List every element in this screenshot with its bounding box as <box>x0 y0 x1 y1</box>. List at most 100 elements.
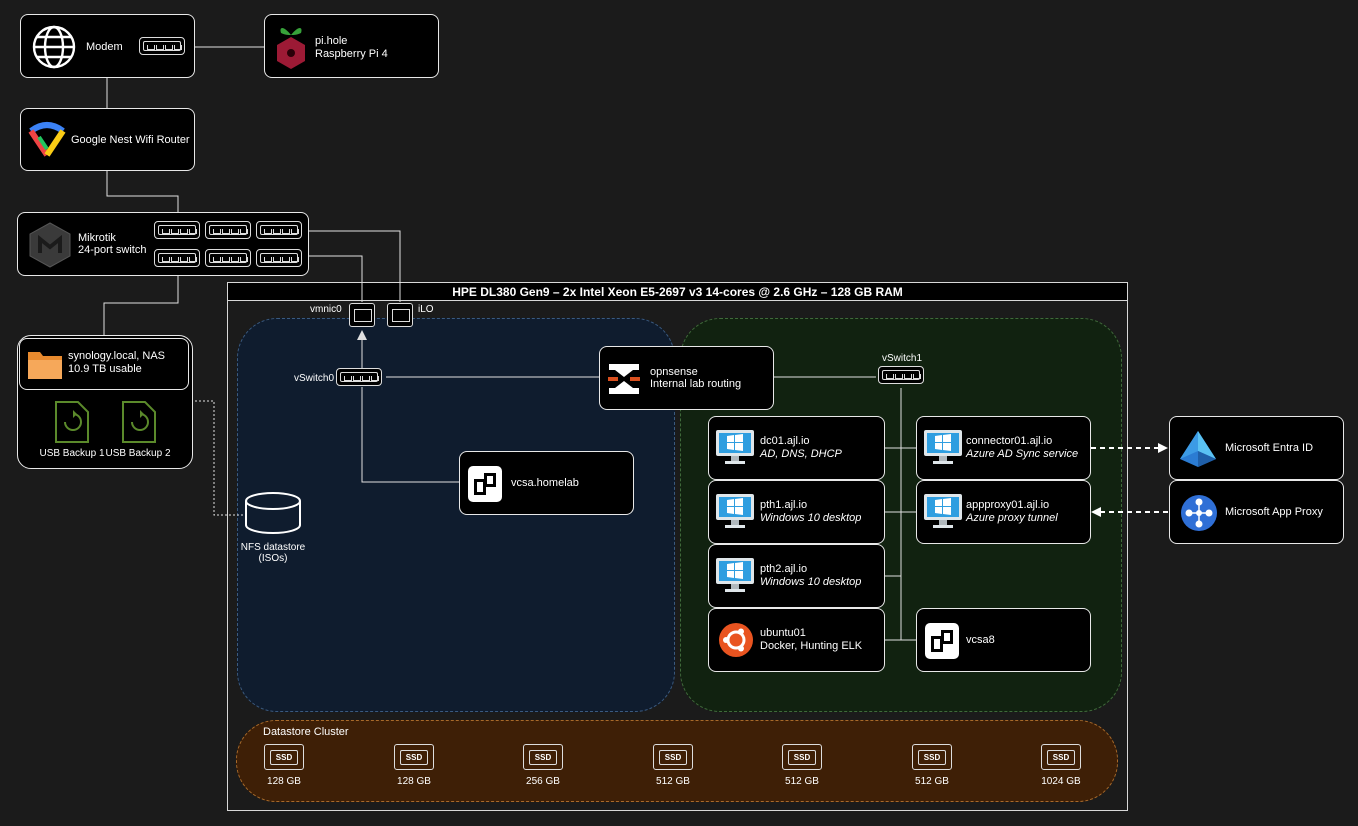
switch-port-group-3 <box>256 221 302 239</box>
ethernet-port-icon <box>349 303 375 327</box>
vmware-icon <box>468 466 502 502</box>
globe-icon <box>32 25 76 69</box>
ssd-tag: SSD <box>918 750 946 765</box>
vmware-icon <box>925 623 959 659</box>
usb-backup-1-label: USB Backup 1 <box>39 448 105 459</box>
router-node[interactable]: Google Nest Wifi Router <box>20 108 195 171</box>
ssd-capacity: 1024 GB <box>1041 776 1081 787</box>
vm-pth2[interactable]: pth2.ajl.io Windows 10 desktop <box>708 544 885 608</box>
modem-label: Modem <box>86 41 123 53</box>
ubuntu-icon <box>719 623 753 657</box>
switch-port-group-6 <box>256 249 302 267</box>
pth1-hostname: pth1.ajl.io <box>760 499 808 511</box>
ubuntu01-hostname: ubuntu01 <box>760 627 806 639</box>
connector01-hostname: connector01.ajl.io <box>966 435 1053 447</box>
opnsense-name: opnsense <box>650 366 698 378</box>
ethernet-port-icon <box>387 303 413 327</box>
app-proxy-icon <box>1181 495 1217 531</box>
nas-capacity: 10.9 TB usable <box>68 363 142 375</box>
ssd-icon[interactable]: SSD <box>653 744 693 770</box>
ilo-label: iLO <box>418 304 434 315</box>
connector01-role: Azure AD Sync service <box>966 448 1079 460</box>
windows-monitor-icon <box>924 430 962 464</box>
app-proxy-node[interactable]: Microsoft App Proxy <box>1169 480 1344 544</box>
nas-node[interactable]: synology.local, NAS 10.9 TB usable <box>19 338 189 390</box>
entra-id-label: Microsoft Entra ID <box>1225 442 1314 454</box>
vm-ubuntu01[interactable]: ubuntu01 Docker, Hunting ELK <box>708 608 885 672</box>
windows-monitor-icon <box>716 430 754 464</box>
ssd-tag: SSD <box>400 750 428 765</box>
usb-backup-2-label: USB Backup 2 <box>105 448 171 459</box>
ssd-icon[interactable]: SSD <box>394 744 434 770</box>
dc01-role: AD, DNS, DHCP <box>760 448 842 460</box>
opnsense-icon <box>608 364 640 394</box>
appproxy01-hostname: appproxy01.ajl.io <box>966 499 1050 511</box>
appproxy01-role: Azure proxy tunnel <box>966 512 1058 524</box>
pth2-role: Windows 10 desktop <box>760 576 862 588</box>
nfs-line1: NFS datastore <box>240 542 306 553</box>
vcsa8-label: vcsa8 <box>966 634 995 646</box>
switch-model: 24-port switch <box>78 244 147 256</box>
entra-id-node[interactable]: Microsoft Entra ID <box>1169 416 1344 480</box>
opnsense-node[interactable]: opnsense Internal lab routing <box>599 346 774 410</box>
ssd-tag: SSD <box>529 750 557 765</box>
ssd-icon[interactable]: SSD <box>523 744 563 770</box>
pth1-role: Windows 10 desktop <box>760 512 862 524</box>
ssd-icon[interactable]: SSD <box>782 744 822 770</box>
pihole-hardware: Raspberry Pi 4 <box>315 48 388 60</box>
switch-port-group-2 <box>205 221 251 239</box>
ssd-capacity: 256 GB <box>526 776 560 787</box>
windows-monitor-icon <box>924 494 962 528</box>
ssd-capacity: 512 GB <box>785 776 819 787</box>
ssd-icon[interactable]: SSD <box>264 744 304 770</box>
ssd-icon[interactable]: SSD <box>1041 744 1081 770</box>
ssd-tag: SSD <box>1047 750 1075 765</box>
switch-port-group-5 <box>205 249 251 267</box>
vm-connector01[interactable]: connector01.ajl.io Azure AD Sync service <box>916 416 1091 480</box>
switch-port-group-1 <box>154 221 200 239</box>
ssd-tag: SSD <box>270 750 298 765</box>
vswitch0-label: vSwitch0 <box>294 373 335 384</box>
ssd-capacity: 512 GB <box>915 776 949 787</box>
datastore-cluster-zone <box>236 720 1118 802</box>
raspberry-pi-icon <box>277 28 305 69</box>
ssd-capacity: 512 GB <box>656 776 690 787</box>
nfs-line2: (ISOs) <box>258 553 288 564</box>
host-title: HPE DL380 Gen9 – 2x Intel Xeon E5-2697 v… <box>227 282 1128 301</box>
mikrotik-switch-node[interactable]: Mikrotik 24-port switch <box>17 212 309 276</box>
vswitch1-ports <box>878 366 924 384</box>
windows-monitor-icon <box>716 494 754 528</box>
ssd-tag: SSD <box>659 750 687 765</box>
ubuntu01-role: Docker, Hunting ELK <box>760 640 863 652</box>
dc01-hostname: dc01.ajl.io <box>760 435 810 447</box>
pihole-hostname: pi.hole <box>315 35 348 47</box>
folder-icon <box>28 352 62 379</box>
nest-wifi-icon <box>28 122 66 157</box>
switch-brand: Mikrotik <box>78 232 116 244</box>
modem-node[interactable]: Modem <box>20 14 195 78</box>
usb-backup-icon <box>55 401 89 443</box>
nfs-datastore-label: NFS datastore (ISOs) <box>236 542 310 564</box>
vswitch0-ports <box>336 368 382 386</box>
mikrotik-icon <box>29 222 71 268</box>
pihole-node[interactable]: pi.hole Raspberry Pi 4 <box>264 14 439 78</box>
vcsa-homelab-label: vcsa.homelab <box>511 477 579 489</box>
database-icon <box>245 492 301 534</box>
app-proxy-label: Microsoft App Proxy <box>1225 506 1323 518</box>
opnsense-description: Internal lab routing <box>650 378 742 390</box>
ssd-capacity: 128 GB <box>267 776 301 787</box>
vm-dc01[interactable]: dc01.ajl.io AD, DNS, DHCP <box>708 416 885 480</box>
vm-pth1[interactable]: pth1.ajl.io Windows 10 desktop <box>708 480 885 544</box>
modem-ethernet-port <box>139 37 185 55</box>
usb-backup-icon <box>122 401 156 443</box>
nas-hostname: synology.local, NAS <box>68 350 166 362</box>
vm-appproxy01[interactable]: appproxy01.ajl.io Azure proxy tunnel <box>916 480 1091 544</box>
ssd-icon[interactable]: SSD <box>912 744 952 770</box>
datastore-cluster-title: Datastore Cluster <box>263 726 349 738</box>
pth2-hostname: pth2.ajl.io <box>760 563 808 575</box>
vcsa-homelab-node[interactable]: vcsa.homelab <box>459 451 634 515</box>
vmnic0-label: vmnic0 <box>310 304 342 315</box>
vm-vcsa8[interactable]: vcsa8 <box>916 608 1091 672</box>
ssd-tag: SSD <box>788 750 816 765</box>
